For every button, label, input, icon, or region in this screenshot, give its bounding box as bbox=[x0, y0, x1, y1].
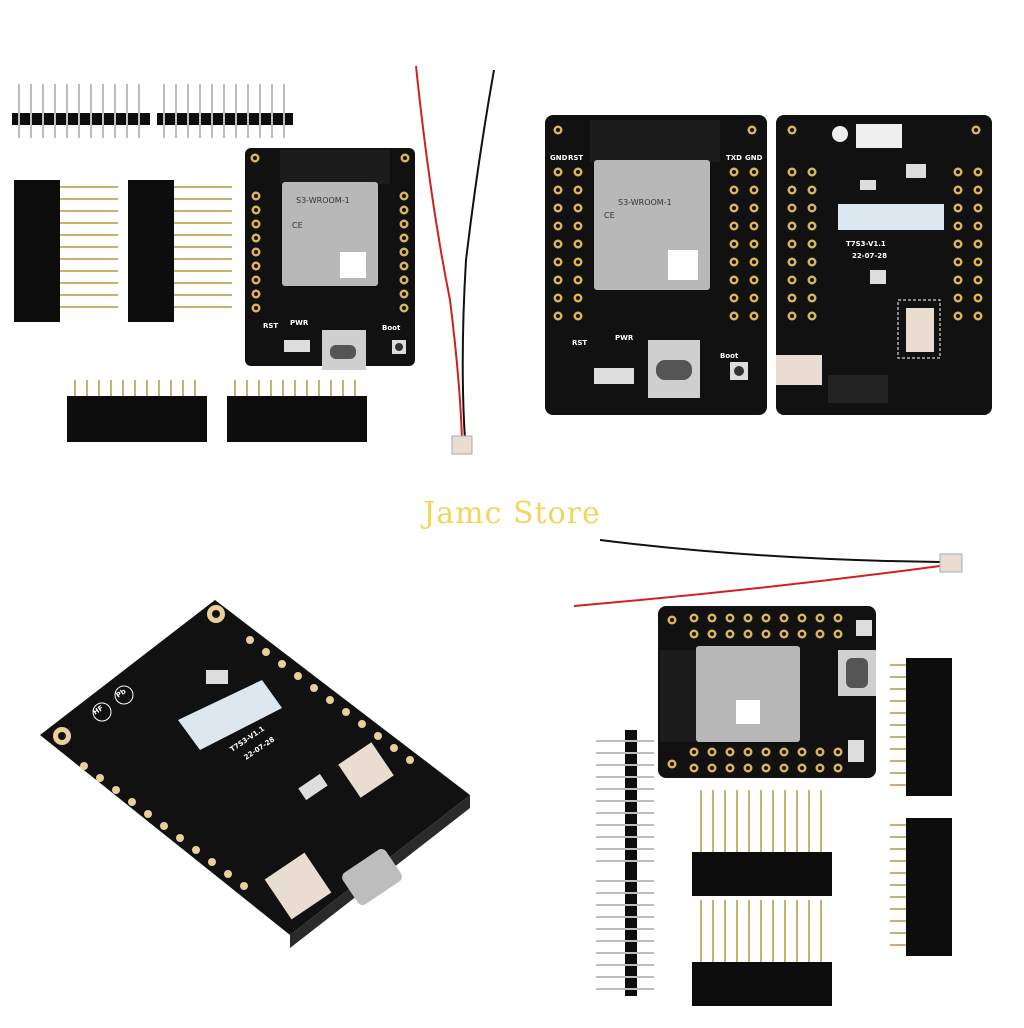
pwr-label: PWR bbox=[290, 319, 309, 327]
female-header-bottom bbox=[692, 790, 832, 1006]
female-header-horizontal bbox=[67, 380, 367, 442]
jst-cable-2 bbox=[573, 539, 963, 607]
dev-board-back: T7S3-V1.1 22-07-28 bbox=[776, 115, 992, 415]
boot-label-2: Boot bbox=[720, 352, 739, 360]
dev-board-small: S3-WROOM-1 CE RST PWR Boot bbox=[245, 148, 415, 370]
gnd-label: GND bbox=[550, 154, 568, 162]
dev-board-front: S3-WROOM-1 CE GND RST TXD GND RST PWR Bo… bbox=[545, 115, 767, 415]
date-label: 22-07-28 bbox=[852, 252, 887, 260]
female-header-right bbox=[890, 658, 952, 956]
store-watermark: Jamc Store bbox=[423, 496, 601, 531]
pwr-label-2: PWR bbox=[615, 334, 634, 342]
dev-board-angled: T7S3-V1.1 22-07-28 HF Pb bbox=[40, 600, 470, 948]
rst-label: RST bbox=[263, 322, 278, 330]
rst-label-2: RST bbox=[572, 339, 587, 347]
txd-label: TXD bbox=[726, 154, 742, 162]
module-label-2: S3-WROOM-1 bbox=[618, 198, 672, 207]
gnd-label-2: GND bbox=[745, 154, 763, 162]
dev-board-rotated bbox=[658, 606, 876, 778]
male-header-vertical bbox=[596, 730, 654, 996]
male-header-strip bbox=[12, 84, 293, 138]
revision-label: T7S3-V1.1 bbox=[846, 240, 886, 248]
rst-pin-label: RST bbox=[568, 154, 583, 162]
boot-label: Boot bbox=[382, 324, 401, 332]
jst-cable bbox=[415, 65, 495, 455]
ce-mark: CE bbox=[292, 221, 303, 230]
ce-mark-2: CE bbox=[604, 211, 615, 220]
female-header-vertical bbox=[14, 180, 232, 322]
module-label: S3-WROOM-1 bbox=[296, 196, 350, 205]
